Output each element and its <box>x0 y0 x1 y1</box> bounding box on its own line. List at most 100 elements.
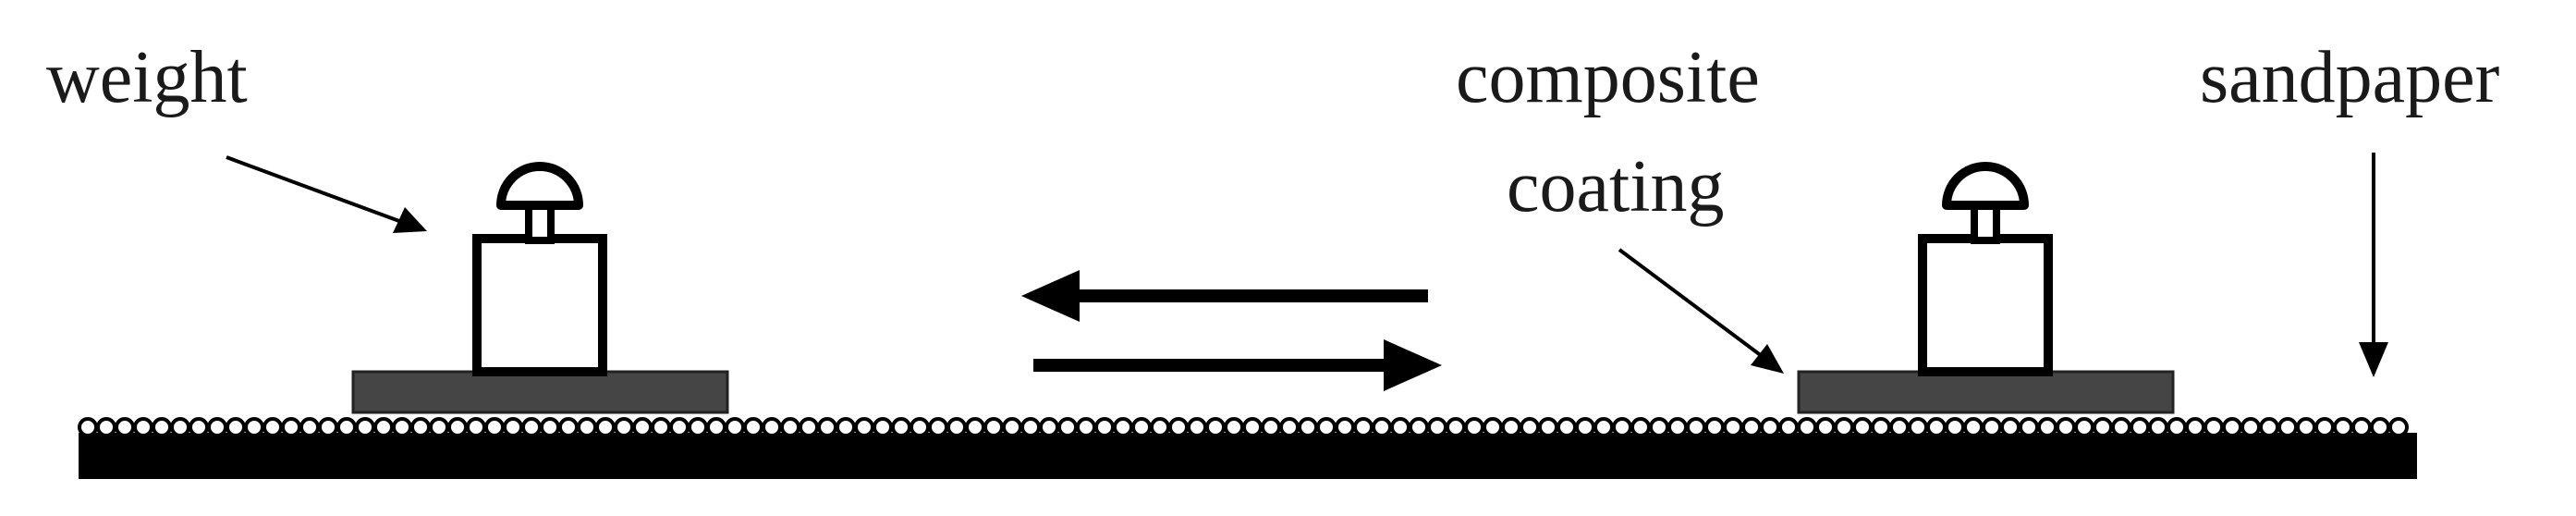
grit-particle <box>632 417 653 437</box>
grit-particle <box>2351 417 2372 437</box>
grit-particle <box>1575 417 1595 437</box>
grit-particle <box>262 417 283 437</box>
grit-particle <box>1205 417 1226 437</box>
grit-particle <box>651 417 671 437</box>
grit-particle <box>244 417 264 437</box>
grit-particle <box>1520 417 1540 437</box>
grit-particle <box>1187 417 1207 437</box>
grit-particle <box>1815 417 1836 437</box>
grit-particle <box>1963 417 1984 437</box>
grit-particle <box>152 417 172 437</box>
grit-particle <box>133 417 153 437</box>
grit-particle <box>891 417 911 437</box>
grit-particle <box>1150 417 1170 437</box>
grit-particle <box>910 417 930 437</box>
grit-particle <box>1741 417 1762 437</box>
grit-particle <box>706 417 726 437</box>
grit-particle <box>2000 417 2021 437</box>
sandpaper-backing <box>79 433 2417 479</box>
grit-particle <box>1353 417 1373 437</box>
grit-particle <box>1483 417 1503 437</box>
grit-particle <box>170 417 190 437</box>
sandpaper-grit <box>78 417 2409 437</box>
grit-particle <box>1908 417 1928 437</box>
grit-particle <box>743 417 763 437</box>
grit-particle <box>1131 417 1152 437</box>
right-arrow-icon <box>1033 339 1442 391</box>
grit-particle <box>1871 417 1891 437</box>
grit-particle <box>355 417 375 437</box>
grit-particle <box>1409 417 1429 437</box>
grit-particle <box>1686 417 1706 437</box>
grit-particle <box>780 417 800 437</box>
grit-particle <box>836 417 856 437</box>
grit-particle <box>799 417 819 437</box>
grit-particle <box>336 417 357 437</box>
pointer-arrow-icon <box>1618 248 1784 374</box>
grit-particle <box>484 417 505 437</box>
grit-particle <box>928 417 948 437</box>
grit-particle <box>2240 417 2261 437</box>
grit-particle <box>2204 417 2224 437</box>
grit-particle <box>1557 417 1577 437</box>
grit-particle <box>1020 417 1041 437</box>
composite-coating-right <box>1797 370 2175 414</box>
grit-particle <box>2056 417 2076 437</box>
weight-icon <box>1918 162 2053 376</box>
grit-particle <box>281 417 301 437</box>
grit-particle <box>558 417 579 437</box>
grit-particle <box>115 417 135 437</box>
grit-particle <box>96 417 116 437</box>
grit-particle <box>1168 417 1189 437</box>
grit-particle <box>410 417 431 437</box>
grit-particle <box>2074 417 2094 437</box>
grit-particle <box>2111 417 2131 437</box>
grit-particle <box>2277 417 2298 437</box>
grit-particle <box>189 417 209 437</box>
grit-particle <box>2148 417 2168 437</box>
grit-particle <box>688 417 708 437</box>
grit-particle <box>226 417 246 437</box>
grit-particle <box>1649 417 1669 437</box>
grit-particle <box>1593 417 1614 437</box>
grit-particle <box>1113 417 1133 437</box>
grit-particle <box>2093 417 2113 437</box>
grit-particle <box>1039 417 1059 437</box>
grit-particle <box>669 417 690 437</box>
grit-particle <box>1261 417 1281 437</box>
grit-particle <box>503 417 523 437</box>
grit-particle <box>2296 417 2316 437</box>
pointer-arrow-icon <box>226 155 427 233</box>
grit-particle <box>2333 417 2353 437</box>
grit-particle <box>466 417 486 437</box>
grit-particle <box>1094 417 1115 437</box>
grit-particle <box>854 417 874 437</box>
grit-particle <box>1427 417 1447 437</box>
grit-particle <box>78 417 98 437</box>
grit-particle <box>1723 417 1743 437</box>
grit-particle <box>1464 417 1484 437</box>
grit-particle <box>1538 417 1558 437</box>
grit-particle <box>1076 417 1096 437</box>
weight-icon <box>472 162 607 376</box>
grit-particle <box>373 417 394 437</box>
grit-particle <box>521 417 542 437</box>
grit-particle <box>392 417 412 437</box>
grit-particle <box>1926 417 1947 437</box>
grit-particle <box>762 417 782 437</box>
grit-particle <box>1834 417 1854 437</box>
grit-particle <box>577 417 597 437</box>
left-arrow-icon <box>1021 270 1428 322</box>
composite-coating-left <box>351 370 729 414</box>
grit-particle <box>207 417 227 437</box>
grit-particle <box>1852 417 1873 437</box>
grit-particle <box>1242 417 1263 437</box>
composite-coating-label-line1: composite <box>1456 37 1760 118</box>
sandpaper-strip <box>78 417 2417 479</box>
grit-particle <box>2388 417 2409 437</box>
grit-particle <box>965 417 985 437</box>
grit-particle <box>2019 417 2039 437</box>
grit-particle <box>1390 417 1410 437</box>
grit-particle <box>2370 417 2390 437</box>
weight-label: weight <box>46 37 248 118</box>
